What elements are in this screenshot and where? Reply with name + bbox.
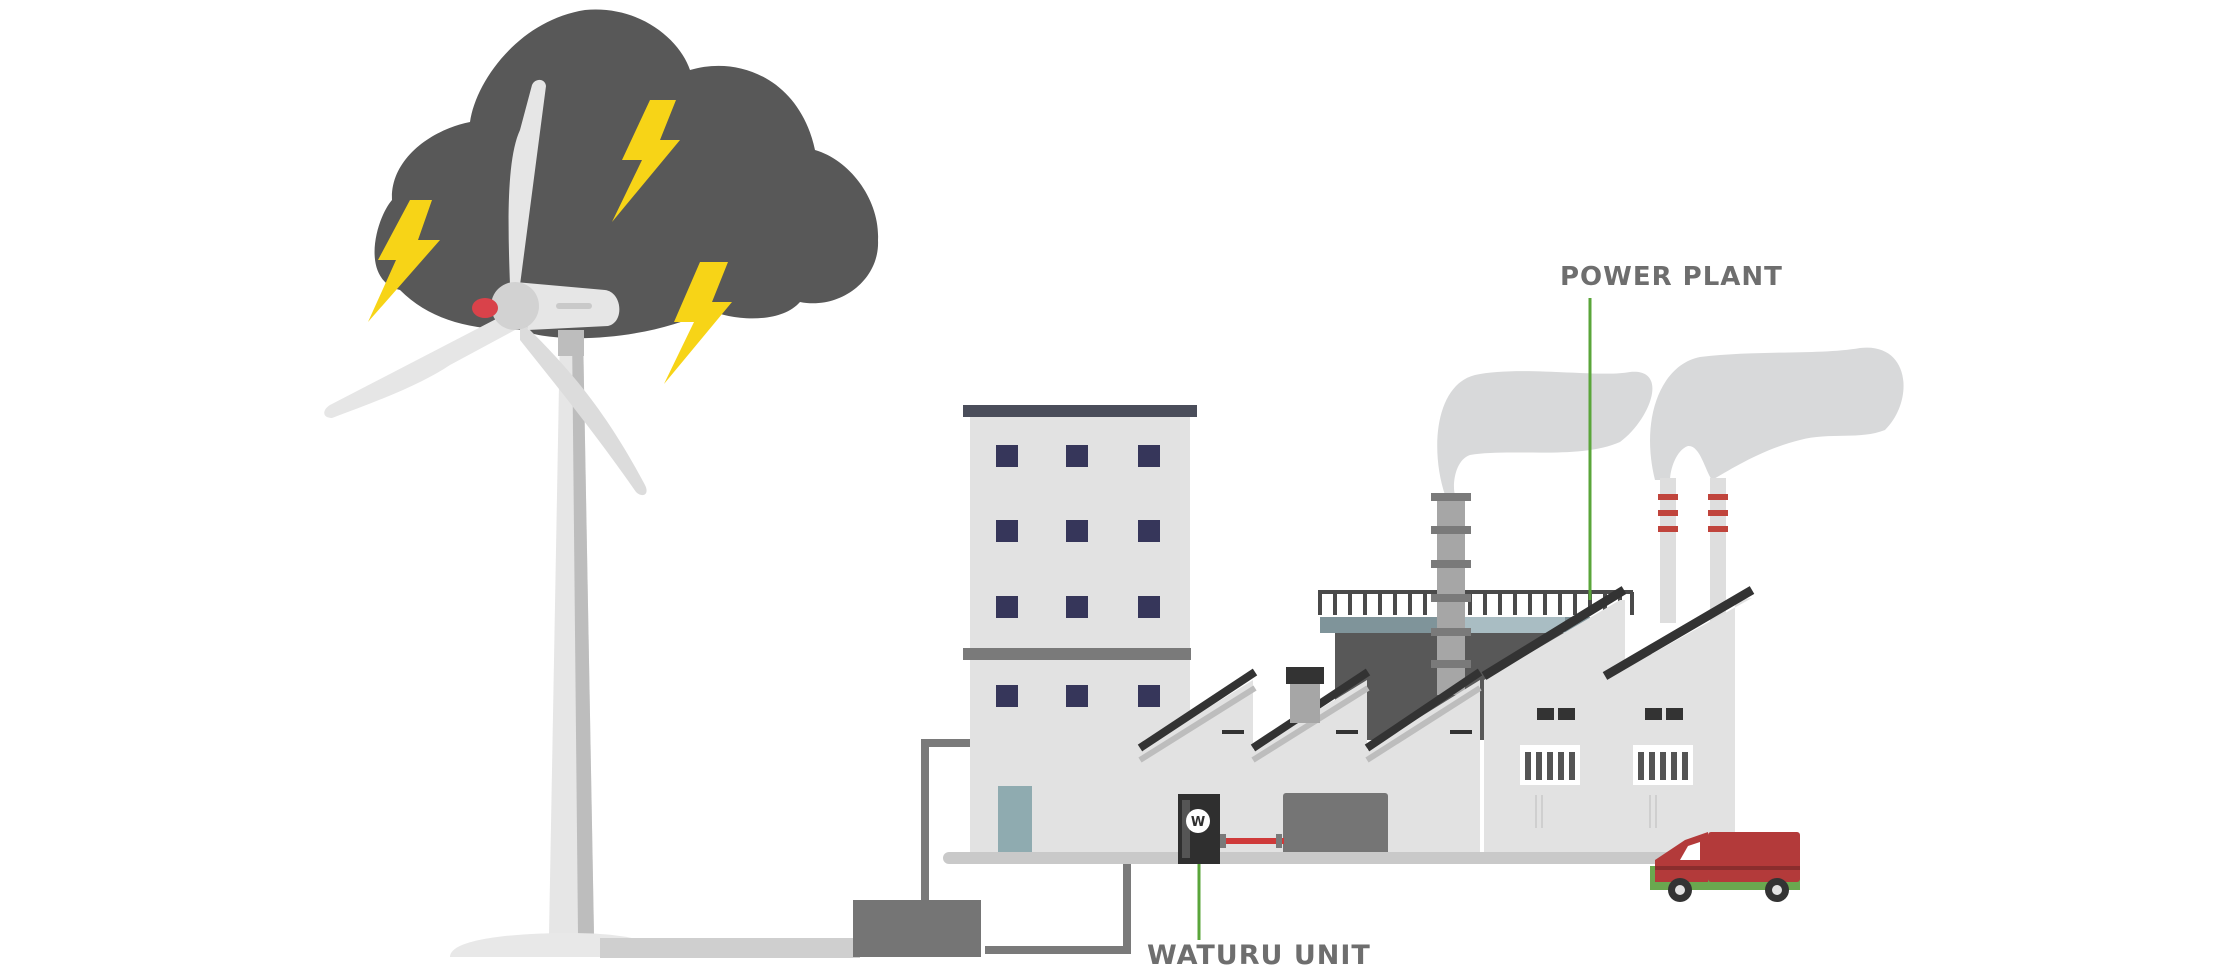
turbine-hub-cap-red	[472, 298, 498, 318]
meter-side	[1182, 800, 1190, 858]
chimney-stripes	[1658, 494, 1728, 532]
window	[1138, 445, 1160, 467]
window	[996, 520, 1018, 542]
plant-roof-edges	[1481, 586, 1755, 680]
smoke-cloud-right	[1650, 347, 1904, 480]
window	[1645, 708, 1662, 720]
underground-tank	[853, 900, 981, 957]
delivery-truck	[1650, 832, 1800, 902]
window	[1138, 596, 1160, 618]
window	[1138, 685, 1160, 707]
meter-badge-letter: W	[1191, 815, 1205, 830]
window	[996, 685, 1018, 707]
factory-vents	[1222, 730, 1472, 734]
plant-canopy-light	[1465, 617, 1565, 633]
plant-wall-lines	[1535, 795, 1657, 828]
rooftop-vent-stack	[1290, 683, 1320, 723]
turbine-tower-collar	[558, 330, 584, 356]
turbine-tower-shade	[572, 330, 594, 935]
turbine-nacelle-vent	[556, 303, 592, 309]
storage-unit	[1283, 793, 1388, 857]
building-door	[998, 786, 1032, 857]
lightning-bolt-icon	[664, 262, 732, 384]
window	[996, 596, 1018, 618]
window	[1537, 708, 1554, 720]
meter-connector	[1220, 834, 1226, 848]
factory-hall	[1367, 680, 1480, 857]
truck-wheel-hub	[1772, 885, 1782, 895]
building-divider-ledge	[963, 648, 1191, 660]
factory-roof-shadows	[1138, 685, 1482, 763]
plant-hall-right	[1605, 598, 1752, 858]
chimney-grey-rings	[1431, 493, 1471, 668]
plant-hall-left	[1484, 600, 1625, 858]
truck-wheel-hub	[1675, 885, 1685, 895]
truck-windshield	[1680, 842, 1700, 860]
truck-stripe	[1655, 866, 1800, 870]
factory-hall	[1140, 680, 1253, 857]
meter-power-line	[1220, 838, 1284, 844]
truck-cargo	[1708, 832, 1800, 882]
lightning-bolt-icon	[612, 100, 680, 222]
turbine-blade-right	[520, 320, 647, 496]
power-plant-label: POWER PLANT	[1560, 262, 1783, 292]
window	[1666, 708, 1683, 720]
lightning-bolts	[368, 100, 732, 384]
waturu-meter: W	[1178, 794, 1284, 864]
window	[1138, 520, 1160, 542]
window	[996, 445, 1018, 467]
storm-cloud	[374, 9, 879, 339]
storm-cloud-shape	[374, 9, 879, 339]
turbine-blade-left	[324, 318, 515, 418]
smoke-cloud-left	[1437, 371, 1653, 495]
window	[1066, 445, 1088, 467]
building-roof	[963, 405, 1197, 417]
turbine-hub	[491, 282, 539, 330]
waturu-unit-label: WATURU UNIT	[1147, 940, 1371, 971]
window	[1558, 708, 1575, 720]
turbine-blade-upper	[508, 79, 546, 285]
lightning-bolt-icon	[368, 200, 440, 322]
power-plant	[943, 347, 1904, 864]
window	[1066, 596, 1088, 618]
window	[1066, 685, 1088, 707]
pipe-segment	[921, 739, 970, 905]
window-grilles	[1525, 752, 1688, 780]
window	[1066, 520, 1088, 542]
meter-connector	[1276, 834, 1282, 848]
building-windows	[996, 445, 1160, 707]
rooftop-vent-cap	[1286, 667, 1324, 684]
wind-turbine	[324, 79, 860, 958]
ground-slab	[600, 938, 860, 958]
site-platform	[943, 852, 1783, 864]
meter-badge	[1186, 809, 1210, 833]
